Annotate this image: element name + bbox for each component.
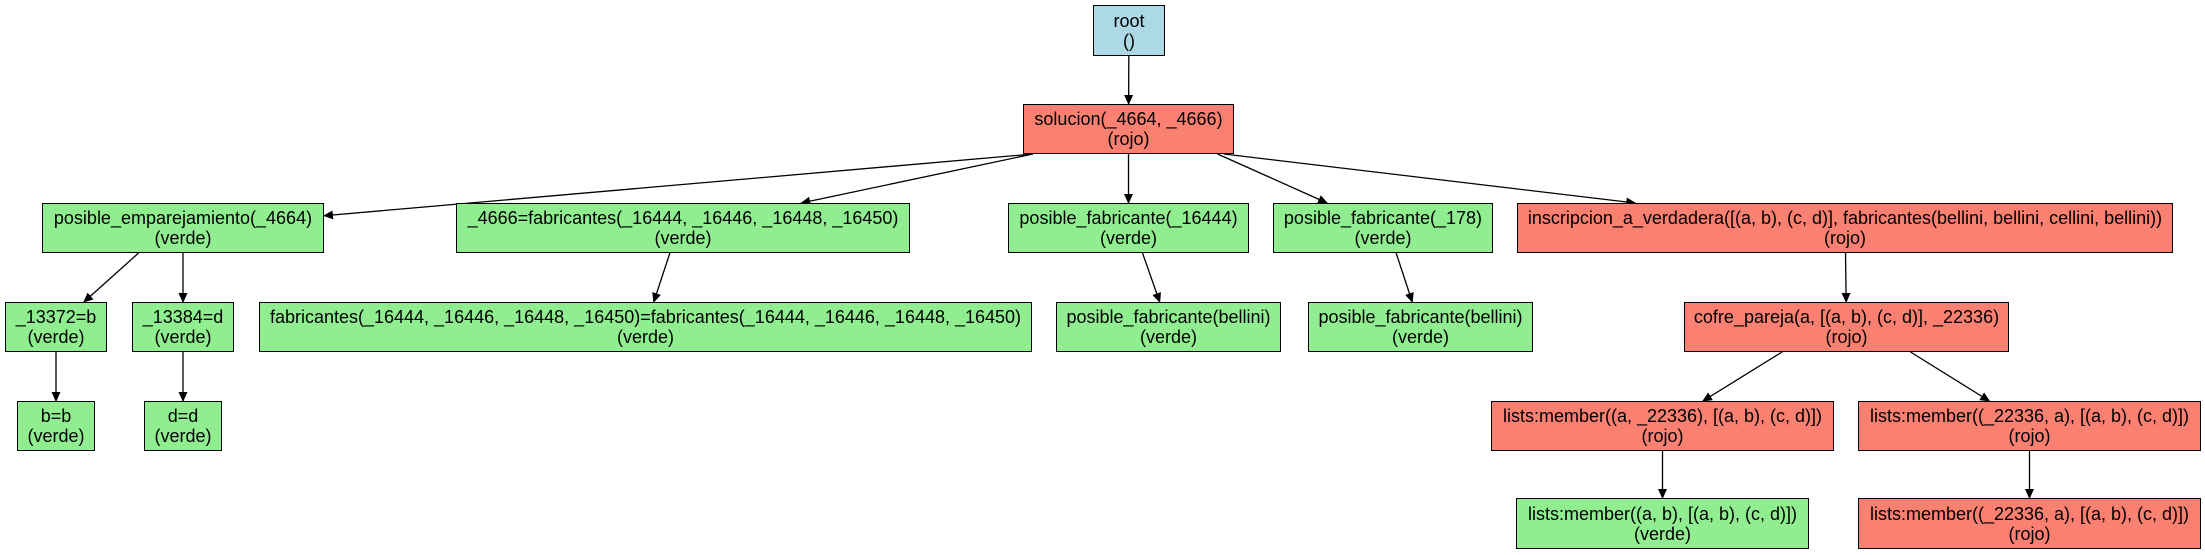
node-member-22336-a-child[interactable]: lists:member((_22336, a), [(a, b), (c, d… <box>1858 498 2201 549</box>
node-status: (verde) <box>1633 523 1691 544</box>
node-solucion[interactable]: solucion(_4664, _4666) (rojo) <box>1023 104 1234 154</box>
edge-solucion-to-inscripcion <box>1223 153 1637 207</box>
node-status: (verde) <box>154 327 212 347</box>
node-label: lists:member((a, _22336), [(a, b), (c, d… <box>1502 406 1823 426</box>
node-label: _4666=fabricantes(_16444, _16446, _16448… <box>467 208 899 228</box>
node-status: (rojo) <box>1823 228 1866 248</box>
node-member-22336-a[interactable]: lists:member((_22336, a), [(a, b), (c, d… <box>1858 401 2201 451</box>
node-label: posible_fabricante(bellini) <box>1066 307 1271 327</box>
node-status: (verde) <box>1354 228 1412 248</box>
node-status: (verde) <box>654 228 712 248</box>
edge-fabricantes_eq-to-fabricantes_unify <box>652 252 671 303</box>
node-fabricantes-eq[interactable]: _4666=fabricantes(_16444, _16446, _16448… <box>456 203 910 253</box>
node-status: (rojo) <box>1641 426 1684 446</box>
node-label: _13372=b <box>15 307 97 327</box>
edge-posible_fabricante_178-to-posible_fabricante_bellini_2 <box>1395 252 1414 303</box>
node-label: posible_fabricante(_16444) <box>1019 208 1238 228</box>
edge-posible_emparejamiento-to-eq_13372 <box>83 252 139 303</box>
node-cofre-pareja[interactable]: cofre_pareja(a, [(a, b), (c, d)], _22336… <box>1684 302 2009 352</box>
node-eq-13384[interactable]: _13384=d (verde) <box>132 302 234 352</box>
node-label: fabricantes(_16444, _16446, _16448, _164… <box>269 307 1022 327</box>
node-status: (rojo) <box>1825 327 1868 347</box>
node-status: (verde) <box>1391 327 1449 347</box>
node-status: (verde) <box>27 327 85 347</box>
node-label: solucion(_4664, _4666) <box>1034 109 1223 129</box>
edge-cofre_pareja-to-member_a_22336 <box>1702 351 1783 402</box>
node-status: (verde) <box>154 426 212 446</box>
node-status: (verde) <box>154 228 212 248</box>
node-status: () <box>1123 30 1135 51</box>
node-root[interactable]: root () <box>1093 5 1165 56</box>
edge-solucion-to-posible_emparejamiento <box>323 153 1034 220</box>
edge-solucion-to-posible_fabricante_178 <box>1217 153 1329 204</box>
node-status: (verde) <box>1139 327 1197 347</box>
node-label: lists:member((_22336, a), [(a, b), (c, d… <box>1869 406 2190 426</box>
node-label: _13384=d <box>142 307 224 327</box>
node-label: cofre_pareja(a, [(a, b), (c, d)], _22336… <box>1693 307 2000 327</box>
node-status: (rojo) <box>1107 129 1150 149</box>
node-label: posible_fabricante(_178) <box>1283 208 1483 228</box>
node-label: lists:member((a, b), [(a, b), (c, d)]) <box>1527 503 1798 524</box>
node-posible-emparejamiento[interactable]: posible_emparejamiento(_4664) (verde) <box>42 203 324 253</box>
node-posible-fabricante-bellini-2[interactable]: posible_fabricante(bellini) (verde) <box>1308 302 1533 352</box>
node-status: (rojo) <box>2008 426 2051 446</box>
node-label: inscripcion_a_verdadera([(a, b), (c, d)]… <box>1527 208 2163 228</box>
node-fabricantes-unify[interactable]: fabricantes(_16444, _16446, _16448, _164… <box>259 302 1032 352</box>
edge-cofre_pareja-to-member_22336_a <box>1910 351 1991 402</box>
node-eq-13372[interactable]: _13372=b (verde) <box>5 302 107 352</box>
node-b-eq-b[interactable]: b=b (verde) <box>17 401 95 451</box>
node-label: b=b <box>40 406 72 426</box>
node-status: (verde) <box>1099 228 1157 248</box>
edge-posible_fabricante_16444-to-posible_fabricante_bellini_1 <box>1141 252 1161 303</box>
node-posible-fabricante-16444[interactable]: posible_fabricante(_16444) (verde) <box>1008 203 1249 253</box>
node-posible-fabricante-178[interactable]: posible_fabricante(_178) (verde) <box>1273 203 1493 253</box>
node-label: lists:member((_22336, a), [(a, b), (c, d… <box>1869 503 2190 524</box>
node-inscripcion-a-verdadera[interactable]: inscripcion_a_verdadera([(a, b), (c, d)]… <box>1517 203 2173 253</box>
node-status: (verde) <box>616 327 674 347</box>
node-label: posible_fabricante(bellini) <box>1318 307 1523 327</box>
node-label: d=d <box>167 406 199 426</box>
edge-solucion-to-fabricantes_eq <box>800 153 1034 206</box>
node-status: (verde) <box>27 426 85 446</box>
node-label: root <box>1113 10 1145 31</box>
node-label: posible_emparejamiento(_4664) <box>53 208 313 228</box>
node-d-eq-d[interactable]: d=d (verde) <box>144 401 222 451</box>
node-posible-fabricante-bellini-1[interactable]: posible_fabricante(bellini) (verde) <box>1056 302 1281 352</box>
edge-inscripcion-to-cofre_pareja <box>1841 252 1851 303</box>
node-member-a-b[interactable]: lists:member((a, b), [(a, b), (c, d)]) (… <box>1516 498 1809 549</box>
node-member-a-22336[interactable]: lists:member((a, _22336), [(a, b), (c, d… <box>1491 401 1834 451</box>
node-status: (rojo) <box>2008 523 2051 544</box>
